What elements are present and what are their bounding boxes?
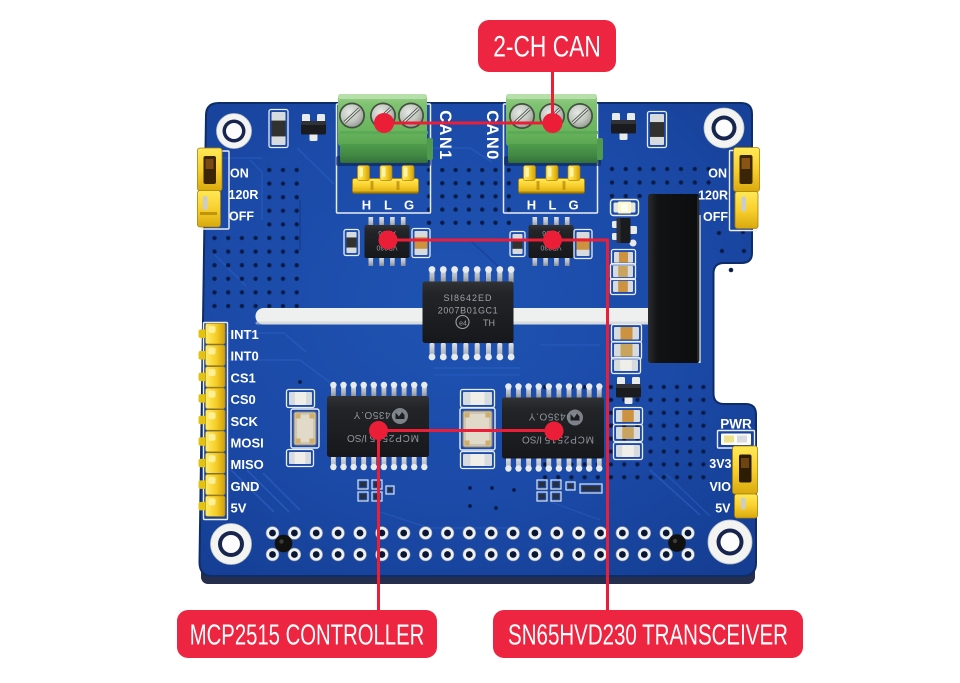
- svg-text:INT1: INT1: [231, 327, 259, 342]
- svg-text:PWR: PWR: [720, 417, 752, 432]
- svg-text:INT0: INT0: [231, 349, 259, 364]
- svg-text:SI8642ED: SI8642ED: [443, 293, 492, 303]
- svg-text:CAN0: CAN0: [483, 110, 501, 161]
- svg-text:5V: 5V: [231, 501, 247, 516]
- svg-text:MCP2515 CONTROLLER: MCP2515 CONTROLLER: [190, 619, 425, 651]
- svg-text:H: H: [362, 198, 371, 213]
- svg-text:L: L: [384, 198, 392, 213]
- svg-text:CS0: CS0: [231, 392, 256, 407]
- svg-text:2007B01GC1: 2007B01GC1: [438, 306, 499, 316]
- svg-text:CAN1: CAN1: [436, 110, 454, 161]
- svg-text:ON: ON: [708, 167, 727, 181]
- svg-text:SN65HVD230 TRANSCEIVER: SN65HVD230 TRANSCEIVER: [508, 619, 788, 651]
- svg-text:120R: 120R: [229, 188, 259, 202]
- svg-text:GND: GND: [231, 479, 260, 494]
- svg-text:e4: e4: [459, 321, 467, 328]
- svg-text:3V3: 3V3: [709, 457, 731, 471]
- svg-text:ON: ON: [230, 167, 249, 181]
- svg-text:19435O.Y: 19435O.Y: [353, 409, 403, 420]
- svg-text:MISO: MISO: [231, 457, 264, 472]
- svg-text:I/SO: I/SO: [522, 434, 542, 445]
- svg-text:CS1: CS1: [231, 370, 256, 385]
- svg-text:OFF: OFF: [229, 210, 254, 224]
- svg-text:VIO: VIO: [709, 480, 731, 494]
- svg-text:MCP2515: MCP2515: [369, 432, 419, 443]
- svg-text:5V: 5V: [715, 502, 731, 516]
- svg-text:SCK: SCK: [231, 414, 259, 429]
- svg-text:19435O.Y: 19435O.Y: [528, 411, 578, 422]
- svg-text:OFF: OFF: [703, 210, 728, 224]
- svg-text:G: G: [568, 198, 578, 213]
- svg-text:MOSI: MOSI: [231, 436, 264, 451]
- svg-text:G: G: [404, 198, 414, 213]
- svg-text:2-CH CAN: 2-CH CAN: [493, 30, 601, 64]
- svg-text:120R: 120R: [698, 189, 728, 203]
- svg-text:I/SO: I/SO: [347, 432, 367, 443]
- svg-text:TH: TH: [483, 318, 495, 328]
- svg-text:L: L: [549, 198, 557, 213]
- svg-text:H: H: [527, 198, 536, 213]
- svg-text:MCP2515: MCP2515: [544, 434, 594, 445]
